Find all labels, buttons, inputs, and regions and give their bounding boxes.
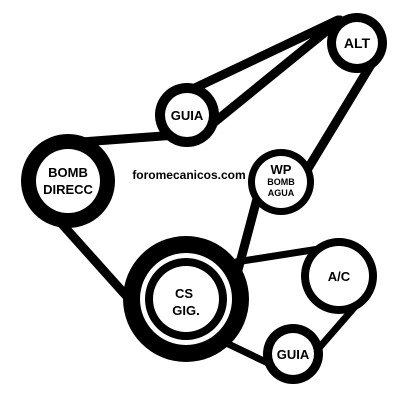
watermark-text: foromecanicos.com bbox=[132, 168, 245, 182]
pulley-wp-line2: BOMB bbox=[267, 177, 295, 187]
belt-segment-guia-alt-upper bbox=[173, 15, 343, 101]
pulley-alt-label: ALT bbox=[344, 35, 371, 51]
pulley-wp-line3: AGUA bbox=[268, 188, 295, 198]
belt-segment-alt-wp bbox=[293, 53, 380, 190]
pulley-alt: ALT bbox=[327, 13, 387, 73]
pulley-ac-face bbox=[309, 246, 369, 306]
pulley-guia-top-label: GUIA bbox=[171, 108, 204, 123]
pulley-bomb-direcc-face bbox=[36, 149, 100, 213]
pulley-bomb-direcc-line1: BOMB bbox=[48, 165, 88, 180]
pulley-alt-face bbox=[336, 22, 378, 64]
pulley-wp-line1: WP bbox=[271, 162, 292, 177]
pulley-cs-face bbox=[153, 266, 219, 332]
pulley-guia-bottom-label: GUIA bbox=[277, 347, 310, 362]
pulley-cs-line2: GIG. bbox=[172, 303, 199, 318]
belt-segment-guia-alt-lower bbox=[201, 15, 345, 134]
pulley-cs-line1: CS bbox=[175, 286, 193, 301]
pulley-cs: CS GIG. bbox=[123, 236, 249, 362]
pulley-wp-face bbox=[255, 156, 307, 208]
pulley-ac: A/C bbox=[301, 238, 377, 314]
pulley-bomb-direcc: BOMB DIRECC bbox=[21, 134, 115, 228]
pulley-guia-bottom: GUIA bbox=[263, 324, 323, 384]
pulley-guia-bottom-face bbox=[272, 333, 314, 375]
pulley-wp: WP BOMB AGUA bbox=[248, 149, 314, 215]
pulley-guia-top-face bbox=[165, 93, 209, 137]
pulley-guia-top: GUIA bbox=[155, 83, 219, 147]
pulley-bomb-direcc-line2: DIRECC bbox=[43, 182, 93, 197]
pulley-ac-label: A/C bbox=[328, 269, 351, 284]
